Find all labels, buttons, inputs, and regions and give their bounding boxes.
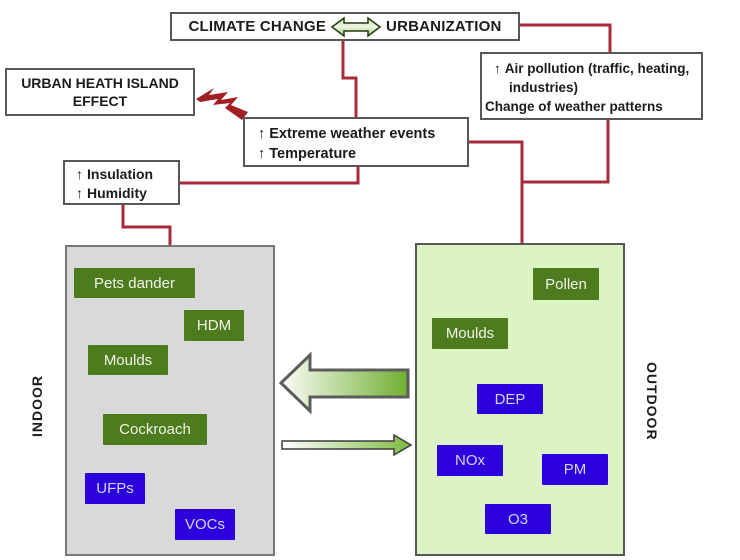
- extreme-weather-box: ↑Extreme weather events ↑Temperature: [243, 117, 469, 167]
- indoor-tag-ufps: UFPs: [85, 473, 145, 504]
- connector-topbox-to-airpollution: [520, 23, 612, 52]
- up-arrow-icon: ↑: [494, 61, 501, 76]
- connector-insulation-to-indoor: [121, 204, 172, 245]
- indoor-tag-hdm: HDM: [184, 310, 244, 341]
- climate-urbanization-box: CLIMATE CHANGE URBANIZATION: [170, 12, 520, 41]
- uhi-line2: EFFECT: [72, 93, 128, 109]
- uhi-line1: URBAN HEATH ISLAND: [21, 75, 179, 91]
- insul-line1: ↑Insulation: [76, 165, 178, 184]
- up-arrow-icon: ↑: [76, 185, 83, 201]
- indoor-tag-vocs: VOCs: [175, 509, 235, 540]
- airpol-line1: ↑Air pollution (traffic, heating,: [485, 59, 701, 78]
- outdoor-tag-moulds: Moulds: [432, 318, 508, 349]
- up-arrow-icon: ↑: [258, 126, 266, 142]
- insul-line1-text: Insulation: [87, 166, 154, 182]
- lightning-bolt-icon: [196, 88, 248, 120]
- indoor-tag-pets-dander: Pets dander: [74, 268, 195, 298]
- outdoor-tag-dep: DEP: [477, 384, 543, 414]
- indoor-to-outdoor-arrow-icon: [281, 433, 413, 457]
- urbanization-label: URBANIZATION: [386, 18, 502, 35]
- insulation-humidity-box: ↑Insulation ↑Humidity: [63, 160, 180, 205]
- insul-line2: ↑Humidity: [76, 184, 178, 203]
- weather-line2-text: Temperature: [269, 146, 357, 162]
- weather-line2: ↑Temperature: [258, 144, 467, 164]
- airpol-line3: Change of weather patterns: [485, 99, 663, 114]
- outdoor-tag-nox: NOx: [437, 445, 503, 476]
- outdoor-tag-pm: PM: [542, 454, 608, 485]
- outdoor-tag-pollen: Pollen: [533, 268, 599, 300]
- up-arrow-icon: ↑: [76, 166, 83, 182]
- exchange-arrow-icon: [330, 16, 382, 38]
- air-pollution-box: ↑Air pollution (traffic, heating, indust…: [480, 52, 703, 120]
- airpol-line1-text: Air pollution (traffic, heating,: [504, 61, 690, 76]
- airpol-line2: industries): [509, 80, 579, 95]
- connector-weather-to-outdoor: [469, 140, 524, 245]
- urban-heat-island-box: URBAN HEATH ISLAND EFFECT: [5, 68, 195, 116]
- indoor-tag-moulds: Moulds: [88, 345, 168, 375]
- connector-topbox-to-weather: [341, 40, 358, 117]
- indoor-outdoor-arrows: [278, 351, 413, 457]
- connector-weather-to-insulation: [180, 167, 360, 185]
- outdoor-label: OUTDOOR: [644, 362, 660, 441]
- climate-change-label: CLIMATE CHANGE: [188, 18, 327, 35]
- indoor-tag-cockroach: Cockroach: [103, 414, 207, 445]
- weather-line1: ↑Extreme weather events: [258, 124, 467, 144]
- insul-line2-text: Humidity: [87, 185, 147, 201]
- outdoor-to-indoor-arrow-icon: [278, 351, 410, 415]
- connector-airpollution-to-outdoor: [522, 120, 610, 184]
- indoor-label: INDOOR: [29, 375, 45, 437]
- up-arrow-icon: ↑: [258, 146, 266, 162]
- weather-line1-text: Extreme weather events: [269, 126, 436, 142]
- outdoor-tag-o3: O3: [485, 504, 551, 534]
